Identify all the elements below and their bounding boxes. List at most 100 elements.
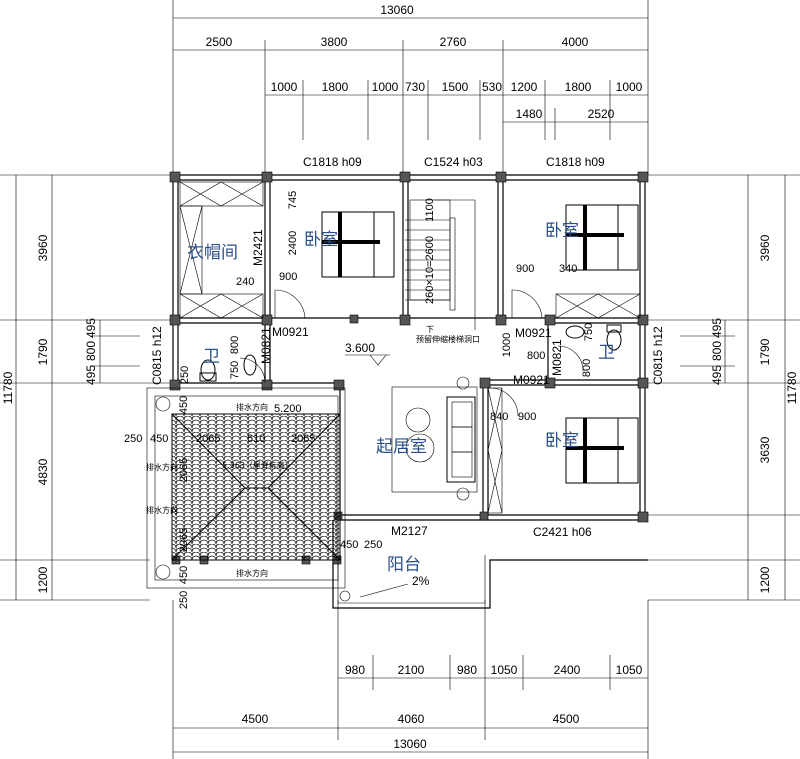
inner-dim: 250 — [179, 366, 191, 384]
inner-dim: 250 — [364, 539, 382, 551]
room-label-bath-1: 卫 — [203, 347, 220, 367]
stair-icon — [405, 199, 476, 330]
dim-top: 2520 — [588, 107, 615, 121]
dim-right-small: 495 — [710, 318, 724, 338]
inner-dim: 2065 — [291, 433, 315, 445]
dim-left: 1790 — [36, 338, 50, 365]
room-label-bedroom-3: 卧室 — [545, 431, 579, 451]
dim-bottom: 980 — [457, 663, 477, 677]
dim-left-small: 495 — [84, 365, 98, 385]
door-label: M0821 — [259, 327, 273, 364]
inner-dim: 900 — [518, 411, 536, 423]
door-label: M0921 — [515, 326, 552, 340]
dim-top: 530 — [482, 80, 502, 94]
dim-top: 1500 — [442, 80, 469, 94]
dim-bottom: 1050 — [616, 663, 643, 677]
dim-right: 1200 — [758, 566, 772, 593]
door-label: M0921 — [513, 373, 550, 387]
dim-top: 1000 — [616, 80, 643, 94]
dim-top: 1000 — [271, 80, 298, 94]
inner-dim: 260×10=2600 — [424, 236, 436, 304]
inner-dim: 800 — [527, 350, 545, 362]
dim-top: 2500 — [206, 35, 233, 49]
inner-dim: 800 — [229, 336, 241, 354]
dim-bottom-total: 13060 — [393, 737, 427, 751]
dim-top: 2760 — [440, 35, 467, 49]
dim-top: 1200 — [511, 80, 538, 94]
dim-left: 1200 — [36, 566, 50, 593]
door-labels: M2421 M0921 M0821 M0921 M0921 M0821 M212… — [251, 229, 564, 538]
window-label: C0815 h12 — [150, 326, 164, 385]
inner-dim: 340 — [559, 263, 577, 275]
dim-top: 1800 — [322, 80, 349, 94]
dim-top: 1800 — [565, 80, 592, 94]
door-swings — [239, 289, 584, 417]
dim-left-small: 800 — [84, 341, 98, 361]
dim-top: 3800 — [321, 35, 348, 49]
closet-wardrobes — [179, 181, 264, 319]
inner-dim: 240 — [236, 276, 254, 288]
inner-dim: 1000 — [501, 333, 513, 357]
dim-top: 1000 — [372, 80, 399, 94]
dim-right: 3630 — [758, 436, 772, 463]
dim-bottom: 4500 — [242, 712, 269, 726]
inner-dim: 750 — [583, 323, 595, 341]
inner-dim: 745 — [287, 191, 299, 209]
dim-right: 1790 — [758, 338, 772, 365]
dim-top-total: 13060 — [380, 3, 414, 17]
dim-bottom: 4500 — [553, 712, 580, 726]
stair-down-label: 下 — [426, 325, 434, 334]
dim-right: 3960 — [758, 234, 772, 261]
room-label-closet: 衣帽间 — [187, 243, 238, 263]
inner-dim: 750 — [229, 361, 241, 379]
inner-dim: 900 — [516, 263, 534, 275]
inner-dim: 800 — [581, 359, 593, 377]
stair-note: 预留伸缩楼梯洞口 — [416, 334, 480, 344]
dimension-labels: 13060 2500 3800 2760 4000 1000 1800 1000… — [1, 3, 799, 751]
sofa-icon — [391, 376, 478, 501]
room-label-balcony: 阳台 — [387, 555, 421, 575]
dim-right-total: 11780 — [785, 371, 799, 404]
door-label: M0921 — [272, 325, 309, 339]
window-label: C2421 h06 — [533, 525, 592, 539]
window-label: C1818 h09 — [303, 155, 362, 169]
drain-direction: 排水方向 — [146, 462, 178, 472]
inner-dim: 450 — [150, 433, 168, 445]
slope-label: 2% — [412, 574, 430, 588]
dim-bottom: 1050 — [491, 663, 518, 677]
room-label-bath-2: 卫 — [598, 343, 615, 363]
door-label: M2127 — [391, 524, 428, 538]
bed-icon — [565, 417, 639, 484]
dim-bottom: 4060 — [398, 712, 425, 726]
dim-bottom: 2100 — [398, 663, 425, 677]
annotations: 3.600 下 预留伸缩楼梯洞口 排水方向 5.200 排水方向 排水方向 排水… — [146, 325, 480, 598]
dim-left-total: 11780 — [1, 371, 15, 404]
window-labels: C1818 h09 C1524 h03 C1818 h09 C0815 h12 … — [150, 155, 665, 539]
bed-icon — [565, 204, 639, 271]
inner-dimensions: 745 2400 1100 260×10=2600 240 900 900 34… — [124, 191, 595, 609]
wardrobe-living — [487, 387, 503, 514]
window-label: C0815 h12 — [651, 326, 665, 385]
dim-top: 1480 — [516, 107, 543, 121]
drain-direction: 排水方向 — [236, 568, 268, 578]
inner-dim: 250 — [178, 591, 190, 609]
door-label: M2421 — [251, 229, 265, 266]
inner-dim: 250 — [124, 433, 142, 445]
dim-bottom: 2400 — [554, 663, 581, 677]
inner-dim: 2400 — [287, 231, 299, 255]
inner-dim: 840 — [490, 411, 508, 423]
drain-direction: 排水方向 — [146, 505, 178, 515]
toilet-icon — [199, 324, 622, 382]
wardrobe-bedroom-2 — [555, 293, 641, 319]
dim-left-small: 495 — [84, 318, 98, 338]
room-label-bedroom-1: 卧室 — [304, 230, 338, 250]
floor-level: 3.600 — [345, 341, 375, 355]
roof-terrace — [146, 387, 351, 602]
window-label: C1818 h09 — [546, 155, 605, 169]
inner-dim: 450 — [178, 396, 190, 414]
inner-dim: 900 — [279, 271, 297, 283]
inner-dim: 450 — [178, 566, 190, 584]
room-label-bedroom-2: 卧室 — [545, 221, 579, 241]
